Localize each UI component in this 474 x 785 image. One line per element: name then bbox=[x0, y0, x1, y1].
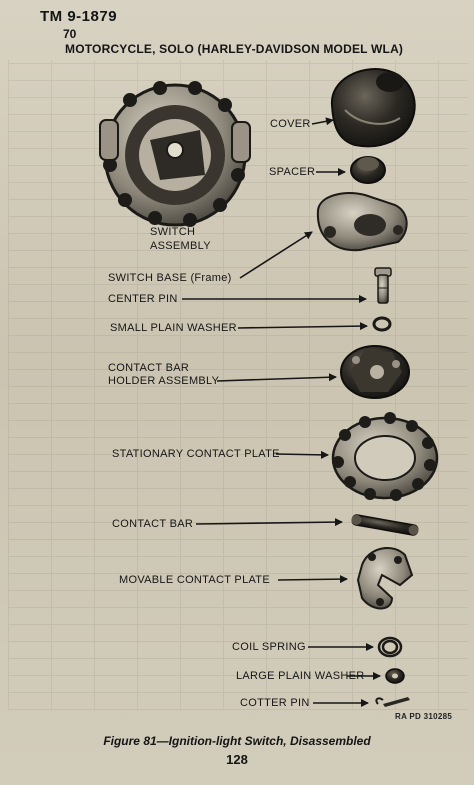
movable-plate-image bbox=[356, 546, 414, 610]
label-large-washer: LARGE PLAIN WASHER bbox=[236, 670, 365, 682]
small-washer-image bbox=[372, 316, 392, 332]
label-coil-spring: COIL SPRING bbox=[232, 641, 306, 653]
switch-base-image bbox=[316, 192, 408, 252]
label-holder-line2: HOLDER ASSEMBLY bbox=[108, 375, 220, 387]
label-contact-bar: CONTACT BAR bbox=[112, 518, 194, 530]
label-small-washer: SMALL PLAIN WASHER bbox=[110, 322, 237, 334]
manual-id: TM 9-1879 bbox=[40, 8, 118, 25]
cover-image bbox=[330, 68, 416, 148]
leader-arrows bbox=[182, 117, 381, 707]
page-ref: 70 bbox=[63, 27, 77, 41]
figure-caption: Figure 81—Ignition-light Switch, Disasse… bbox=[103, 734, 371, 748]
label-cotter-pin: COTTER PIN bbox=[240, 697, 310, 709]
cotter-pin-image bbox=[375, 697, 410, 707]
page-number: 128 bbox=[226, 752, 248, 767]
label-switch-base: SWITCH BASE (Frame) bbox=[108, 272, 232, 284]
spacer-image bbox=[350, 156, 386, 184]
label-movable-plate: MOVABLE CONTACT PLATE bbox=[119, 574, 270, 586]
contact-bar-image bbox=[351, 514, 419, 536]
label-spacer: SPACER bbox=[269, 166, 316, 178]
arrow-switch-base bbox=[239, 231, 313, 279]
label-center-pin: CENTER PIN bbox=[108, 293, 178, 305]
coil-spring-image bbox=[377, 636, 403, 658]
holder-assembly-image bbox=[340, 345, 410, 399]
arrow-cover bbox=[311, 117, 334, 126]
label-switch-assembly-line1: SWITCH bbox=[150, 226, 196, 238]
center-pin-image bbox=[374, 267, 392, 304]
label-holder-line1: CONTACT BAR bbox=[108, 362, 190, 374]
switch-assembly-image bbox=[99, 81, 251, 227]
page-title: MOTORCYCLE, SOLO (HARLEY-DAVIDSON MODEL … bbox=[65, 42, 404, 56]
arrow-contact-bar bbox=[195, 518, 343, 527]
ra-reference: RA PD 310285 bbox=[395, 712, 453, 721]
label-cover: COVER bbox=[270, 118, 311, 130]
large-washer-image bbox=[385, 668, 405, 684]
arrow-small-washer bbox=[237, 322, 368, 331]
arrow-movable-plate bbox=[277, 575, 348, 584]
arrow-stationary-plate bbox=[275, 450, 329, 459]
label-stationary-plate: STATIONARY CONTACT PLATE bbox=[112, 448, 280, 460]
label-switch-assembly-line2: ASSEMBLY bbox=[150, 240, 211, 252]
arrow-holder bbox=[216, 373, 337, 382]
stationary-plate-image bbox=[331, 412, 439, 501]
